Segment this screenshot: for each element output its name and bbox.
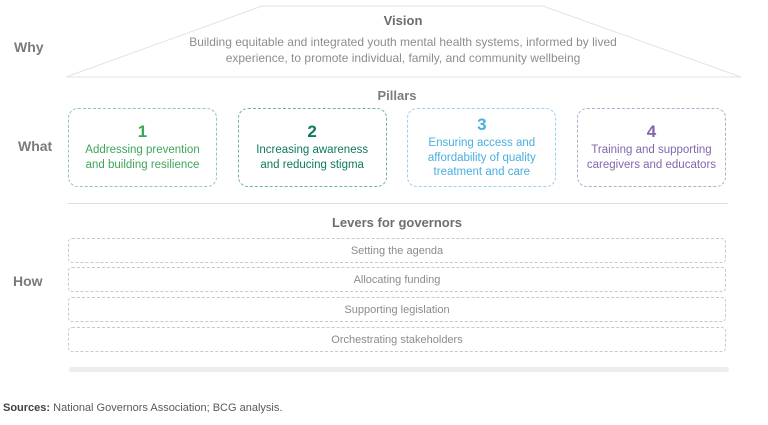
pillar-box-3: 3 Ensuring access and affordability of q…: [407, 108, 557, 187]
sources-note: Sources: National Governors Association;…: [3, 402, 282, 414]
lever-supporting-legislation: Supporting legislation: [68, 297, 726, 322]
pillar-label: Ensuring access and affordability of qua…: [427, 137, 536, 179]
vision-section: Vision Building equitable and integrated…: [183, 13, 623, 66]
scroll-indicator-bar: [69, 367, 729, 372]
vision-statement: Building equitable and integrated youth …: [189, 35, 617, 65]
pillar-box-1: 1 Addressing prevention and building res…: [68, 108, 217, 187]
row-label-how: How: [13, 273, 43, 289]
sources-label: Sources:: [3, 402, 51, 414]
pillar-number: 1: [137, 121, 148, 141]
lever-setting-the-agenda: Setting the agenda: [68, 238, 726, 263]
section-divider: [68, 203, 728, 204]
pillars-row: 1 Addressing prevention and building res…: [68, 108, 726, 187]
pillars-title: Pillars: [377, 88, 417, 103]
vision-title: Vision: [383, 13, 423, 28]
pillar-number: 3: [477, 114, 487, 134]
pillar-number: 4: [646, 121, 657, 141]
levers-title: Levers for governors: [331, 215, 463, 230]
pillar-label: Training and supporting caregivers and e…: [586, 144, 717, 171]
sources-text: National Governors Association; BCG anal…: [50, 402, 283, 414]
pillar-box-2: 2 Increasing awareness and reducing stig…: [237, 108, 387, 187]
row-label-what: What: [18, 138, 53, 154]
lever-allocating-funding: Allocating funding: [68, 267, 726, 292]
lever-orchestrating-stakeholders: Orchestrating stakeholders: [68, 327, 726, 352]
row-label-why: Why: [14, 39, 44, 55]
pillar-number: 2: [307, 121, 317, 141]
pillar-label: Increasing awareness and reducing stigma: [256, 144, 369, 171]
pillar-box-4: 4 Training and supporting caregivers and…: [576, 108, 726, 187]
pillar-label: Addressing prevention and building resil…: [85, 144, 200, 171]
